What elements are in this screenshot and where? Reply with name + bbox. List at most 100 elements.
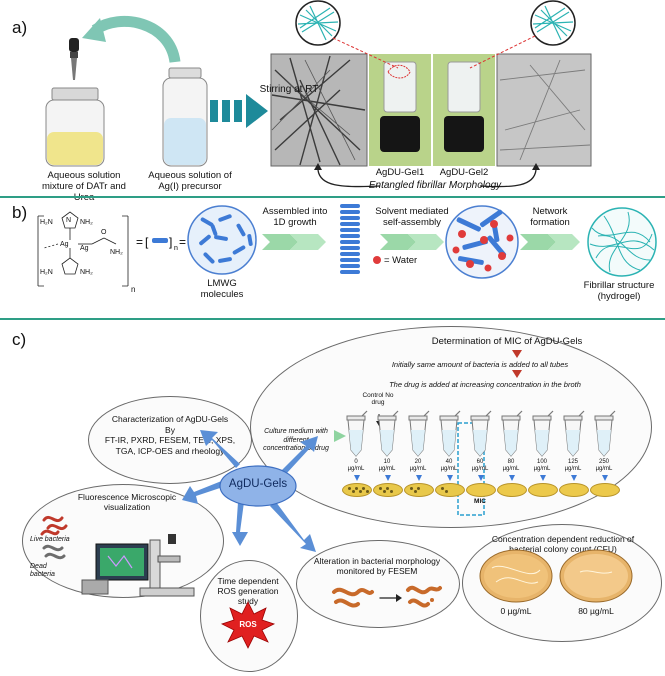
agdu-gels-center-label: AgDU-Gels (228, 478, 288, 490)
agdu-chemical-structure (37, 211, 129, 287)
microscope-icon (81, 534, 195, 597)
mic-tube-arrow-20 (416, 475, 422, 481)
mic-step-2: The drug is added at increasing concentr… (389, 380, 581, 389)
network-label: Network formation (530, 206, 570, 228)
svg-text:=: = (136, 235, 143, 249)
mic-tube-arrow-100 (540, 475, 546, 481)
growth-arrows (262, 234, 580, 250)
alteration-label: Alteration in bacterial morphology monit… (313, 556, 441, 576)
water-legend-dot (373, 256, 381, 264)
gel1-vial-photo (369, 54, 431, 166)
transfer-arrow (91, 15, 181, 64)
svg-text:n: n (174, 245, 178, 252)
assembled-label: Assembled into 1D growth (262, 206, 328, 228)
gel2-vial-photo (433, 54, 495, 166)
cfu-left-label: 0 µg/mL (500, 606, 532, 616)
ros-study-label: Time dependent ROS generation study (217, 576, 279, 606)
mic-plate-80 (497, 483, 527, 497)
morphology-label: Entangled fibrillar Morphology (368, 180, 502, 191)
culture-medium-label: Culture medium with different concentrat… (263, 428, 329, 452)
water-legend-label: = Water (384, 255, 418, 266)
svg-text:NH₂: NH₂ (110, 249, 123, 256)
solvent-label: Solvent mediated self-assembly (375, 206, 449, 228)
fluorescence-title: Fluorescence Microscopic visualization (77, 492, 177, 512)
live-bacteria-label: Live bacteria (30, 536, 70, 543)
gel2-label: AgDU-Gel2 (439, 167, 489, 178)
mic-tube-80 (501, 410, 523, 457)
cfu-title: Concentration dependent reduction of bac… (491, 534, 635, 554)
fibrillar-network-circle (587, 207, 657, 277)
mic-tube-40 (439, 410, 461, 457)
structure-atom-labels: H₂N NH₂ N Ag Ag H₂N NH₂ O NH₂ n (40, 217, 135, 294)
mic-plate-20 (404, 483, 434, 497)
petri-dish-0-icon (479, 549, 553, 603)
dropper-icon (69, 38, 79, 80)
panel-a-graphics (45, 0, 592, 188)
dead-bacteria-icon (42, 544, 66, 560)
control-label: Control No drug (362, 392, 394, 406)
vial-ag-precursor-label: Aqueous solution of Ag(I) precursor (148, 170, 232, 192)
mic-plate-100 (528, 483, 558, 497)
mic-highlight-box (457, 422, 485, 516)
ros-burst-icon (220, 601, 276, 649)
mic-tube-20 (408, 410, 430, 457)
fibrillar-label: Fibrillar structure (hydrogel) (583, 280, 655, 302)
characterization-by: By (165, 424, 175, 435)
mic-tube-arrow-250 (602, 475, 608, 481)
mic-tube-arrow-60 (478, 475, 484, 481)
svg-text:O: O (101, 229, 107, 236)
fesem-image-right (496, 53, 592, 167)
svg-text:NH₂: NH₂ (80, 219, 93, 226)
petri-dish-80-icon (559, 549, 633, 603)
panel-c-graphics (40, 430, 633, 649)
mic-plate-125 (559, 483, 589, 497)
fiber-zoom-circle-right (469, 0, 576, 69)
mic-tube-0 (346, 410, 368, 457)
mic-title: Determination of MIC of AgDU-Gels (431, 336, 583, 347)
gel1-label: AgDU-Gel1 (375, 167, 425, 178)
characterization-methods: FT-IR, PXRD, FESEM, TEM, XPS, TGA, ICP-O… (104, 435, 236, 456)
panel-c-letter: c) (12, 330, 27, 349)
characterization-oval (88, 396, 252, 484)
alteration-oval (296, 540, 460, 628)
vial-datr-urea-icon (45, 87, 105, 167)
lmwg-molecules-circle (187, 205, 257, 275)
mic-tube-arrow-80 (509, 475, 515, 481)
mic-plate-250 (590, 483, 620, 497)
mic-value-label: MIC (474, 498, 486, 505)
separator-a-b (0, 196, 665, 198)
mic-tube-100 (532, 410, 554, 457)
live-bacteria-icon (40, 515, 68, 536)
mic-plate-60 (466, 483, 496, 497)
svg-text:N: N (66, 217, 71, 224)
mic-plate-10 (373, 483, 403, 497)
stirring-arrow (210, 94, 268, 128)
mic-tube-60 (470, 410, 492, 457)
fiber-zoom-circle-left (295, 0, 399, 69)
fesem-image-left (270, 53, 368, 167)
mic-plate-40 (435, 483, 465, 497)
svg-text:[: [ (145, 235, 149, 249)
separator-b-c (0, 318, 665, 320)
characterization-text: Characterization of AgDU-Gels By FT-IR, … (100, 414, 240, 456)
svg-text:]: ] (169, 235, 172, 249)
mic-tube-arrow-0 (354, 475, 360, 481)
svg-text:n: n (131, 285, 135, 294)
mic-tube-arrow-125 (571, 475, 577, 481)
panel-a-letter: a) (12, 18, 28, 37)
characterization-title: Characterization of AgDU-Gels (111, 414, 229, 424)
mic-tube-10 (377, 410, 399, 457)
ros-label: ROS (239, 620, 257, 629)
equals-bracket-icon: = [ ] n = (136, 235, 186, 252)
lmwg-label: LMWG molecules (200, 278, 244, 300)
mic-step-1: Initially same amount of bacteria is add… (391, 360, 569, 369)
svg-text:Ag: Ag (60, 241, 69, 248)
mic-tube-arrow-40 (447, 475, 453, 481)
